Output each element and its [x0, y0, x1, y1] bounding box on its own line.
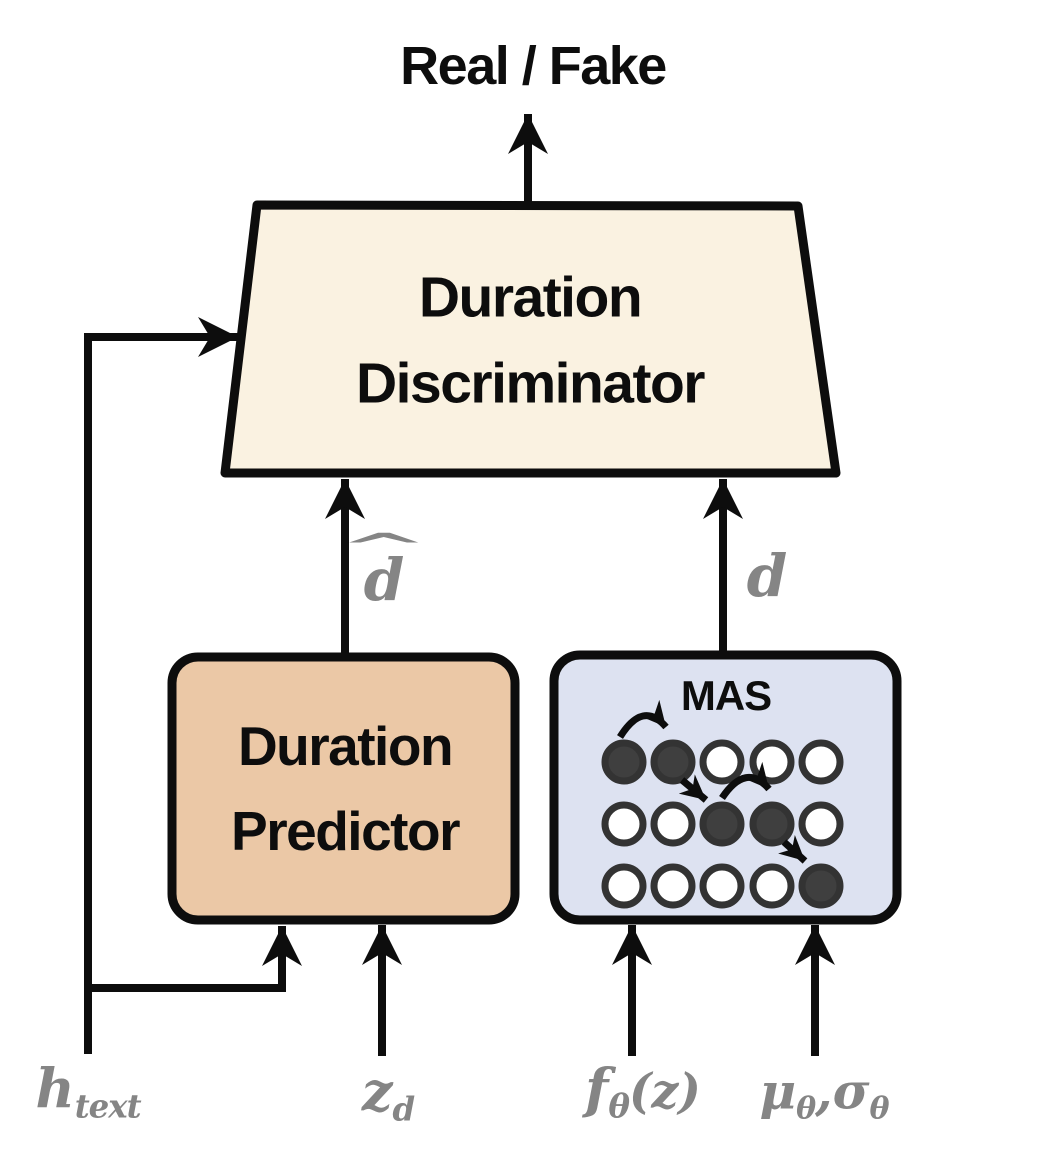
zd-label: zd [361, 1059, 416, 1129]
d-label: d [746, 542, 788, 610]
d-hat-label: ^ d [339, 525, 430, 614]
htext-subscript: text [74, 1087, 142, 1126]
mas-node [601, 863, 647, 909]
discriminator-label-line2: Discriminator [356, 351, 705, 415]
musigma-comma: , [815, 1061, 833, 1121]
mas-node-filled [749, 801, 795, 847]
htext-label: htext [35, 1056, 142, 1126]
predictor-label-line1: Duration [237, 714, 454, 777]
mas-node [749, 863, 795, 909]
mas-node [650, 801, 696, 847]
mas-node-filled [601, 739, 647, 785]
mas-node-filled [798, 863, 844, 909]
mas-node [601, 801, 647, 847]
htext-base: h [35, 1056, 75, 1121]
mas-node [650, 863, 696, 909]
zd-base: z [361, 1059, 393, 1124]
d-hat-base: d [363, 546, 405, 614]
fz-label: fθ(z) [585, 1056, 701, 1125]
duration-discriminator-shape [220, 200, 841, 478]
mas-node [699, 739, 745, 785]
musigma-label: μθ,σθ [759, 1061, 890, 1127]
duration-discriminator-label: Duration Discriminator [356, 256, 705, 427]
mu-subscript: θ [796, 1091, 816, 1127]
htext-to-discriminator-arrow [84, 317, 238, 1054]
mas-node [798, 739, 844, 785]
mas-node [749, 739, 795, 785]
fz-base: f [585, 1056, 609, 1121]
fz-argument: (z) [628, 1063, 701, 1120]
mas-path-diag-2 [778, 834, 808, 864]
mas-path-arc-2 [719, 761, 772, 801]
mas-node-filled [699, 801, 745, 847]
predictor-label-line2: Predictor [231, 800, 460, 862]
d-hat-circumflex: ^ [338, 525, 430, 568]
discriminator-label-line1: Duration [418, 265, 643, 330]
mas-path-arc-1 [617, 699, 669, 739]
mas-node [798, 801, 844, 847]
htext-to-predictor-arrow [88, 926, 302, 992]
sigma-base: σ [832, 1061, 870, 1121]
mas-node [699, 863, 745, 909]
fz-subscript: θ [608, 1087, 630, 1126]
real-fake-label: Real / Fake [400, 36, 667, 96]
mas-label: MAS [680, 672, 772, 719]
mu-base: μ [759, 1061, 797, 1121]
mas-grid [601, 739, 844, 909]
sigma-subscript: θ [869, 1091, 889, 1127]
mas-node-filled [650, 739, 696, 785]
zd-subscript: d [392, 1090, 416, 1129]
duration-predictor-label: Duration Predictor [231, 704, 460, 875]
mas-path-diag-1 [678, 774, 709, 803]
